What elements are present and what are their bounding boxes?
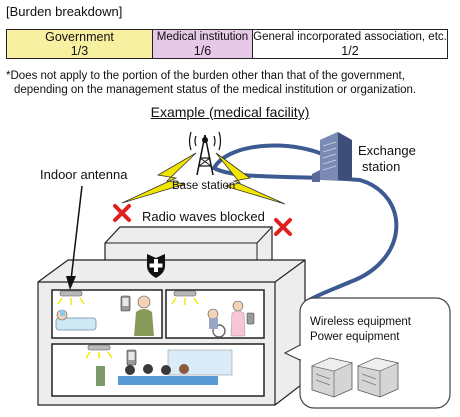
- equipment-label: Wireless equipment Power equipment: [310, 315, 411, 345]
- equipment-label-line-1: Wireless equipment: [310, 316, 411, 328]
- base-station-label: Base station: [172, 180, 236, 192]
- burden-value-government: 1/3: [70, 44, 89, 58]
- blocked-cross-icon: [113, 204, 131, 222]
- blocked-cross-icon: [274, 218, 292, 236]
- exchange-label-line-2: station: [362, 159, 401, 174]
- medical-shield-icon: [147, 254, 165, 278]
- burden-table: Government 1/3 Medical institution 1/6 G…: [6, 29, 448, 59]
- exchange-label-line-1: Exchange: [358, 143, 416, 158]
- burden-value-medical: 1/6: [193, 44, 212, 58]
- network-cable: [211, 143, 399, 320]
- lightning-icon: [121, 152, 197, 204]
- note-line-1: *Does not apply to the portion of the bu…: [6, 70, 405, 82]
- waiting-room-illustration: [96, 349, 233, 386]
- antenna-tower-icon: [188, 131, 222, 176]
- burden-note: *Does not apply to the portion of the bu…: [6, 69, 456, 97]
- burden-label-medical: Medical institution: [156, 31, 249, 43]
- exchange-station-label: Exchange station: [358, 143, 416, 175]
- burden-value-general: 1/2: [341, 44, 359, 58]
- mobile-phone-icon: [120, 295, 131, 312]
- wheelchair-illustration: [207, 308, 226, 338]
- example-title-text: Example (medical facility): [150, 104, 310, 120]
- ceiling-antenna-icon: [57, 290, 85, 305]
- burden-label-general: General incorporated association, etc.: [253, 31, 447, 43]
- indoor-antenna-arrow: [66, 185, 83, 290]
- mobile-phone-icon: [126, 349, 137, 366]
- server-icon: [357, 357, 399, 398]
- exchange-building-icon: [312, 132, 352, 182]
- ceiling-antenna-icon: [171, 290, 199, 305]
- lightning-icon: [215, 152, 286, 205]
- nurse-illustration: [230, 300, 255, 337]
- indoor-antenna-label: Indoor antenna: [40, 167, 128, 182]
- example-title: Example (medical facility): [0, 104, 460, 120]
- elderly-person-illustration: [134, 295, 154, 336]
- burden-title: [Burden breakdown]: [6, 4, 123, 19]
- server-icon: [311, 357, 353, 398]
- ward-patient-illustration: [55, 309, 97, 331]
- burden-cell-medical: Medical institution 1/6: [153, 30, 253, 58]
- note-line-2: depending on the management status of th…: [14, 84, 417, 96]
- burden-label-government: Government: [45, 30, 114, 44]
- ceiling-antenna-icon: [85, 344, 113, 359]
- equipment-label-line-2: Power equipment: [310, 331, 400, 343]
- burden-cell-general: General incorporated association, etc. 1…: [253, 30, 447, 58]
- radio-blocked-label: Radio waves blocked: [142, 209, 265, 224]
- burden-cell-government: Government 1/3: [7, 30, 153, 58]
